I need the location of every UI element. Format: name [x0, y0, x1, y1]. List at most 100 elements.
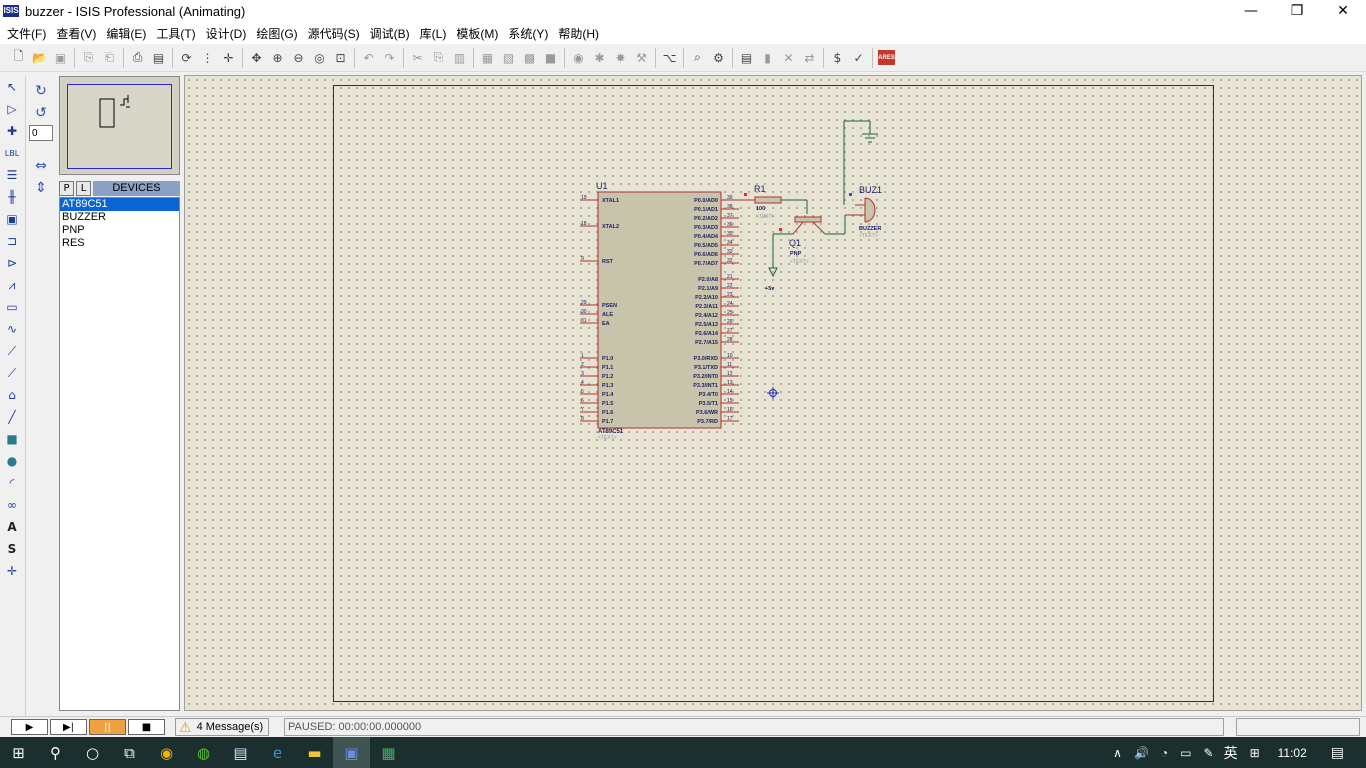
device-item-pnp[interactable]: PNP: [62, 224, 85, 236]
block-rotate-icon[interactable]: ▩: [523, 50, 536, 65]
text-icon[interactable]: A: [7, 520, 17, 534]
refresh-icon[interactable]: ⟳: [181, 50, 192, 65]
print-icon[interactable]: ⎙: [132, 50, 143, 64]
make-device-icon[interactable]: ✱: [594, 50, 605, 65]
zoom-out-icon[interactable]: ⊖: [293, 50, 304, 65]
clock[interactable]: 11:02: [1277, 745, 1307, 760]
virtual-instruments-icon[interactable]: ⌂: [8, 388, 16, 402]
menu-item-2[interactable]: 编辑(E): [106, 26, 147, 41]
library-manager-button[interactable]: L: [76, 181, 91, 196]
new-file-icon[interactable]: 🗋: [13, 49, 24, 63]
origin-icon[interactable]: ✛: [223, 50, 234, 65]
maximize-button[interactable]: ❐: [1290, 3, 1304, 19]
paste-icon[interactable]: ▥: [453, 50, 466, 65]
cortana-icon[interactable]: ○: [85, 743, 100, 762]
import-icon[interactable]: ⎘: [83, 50, 94, 64]
box-icon[interactable]: ■: [6, 432, 18, 446]
tape-recorder-icon[interactable]: ▭: [6, 300, 18, 314]
decompose-icon[interactable]: ✸: [615, 50, 626, 65]
ime-mode-icon[interactable]: ⊞: [1249, 745, 1260, 760]
wire-label-icon[interactable]: LBL: [4, 148, 20, 158]
zoom-area-icon[interactable]: ⊡: [335, 50, 346, 65]
input-method-indicator[interactable]: 英: [1223, 744, 1238, 761]
search-tag-icon[interactable]: ⌕: [694, 50, 701, 64]
menu-item-6[interactable]: 源代码(S): [307, 26, 360, 41]
graph-icon[interactable]: ⩘: [8, 277, 16, 292]
step-button[interactable]: ▶|: [50, 719, 87, 735]
ares-icon[interactable]: ARES: [878, 50, 895, 65]
bus-icon[interactable]: ╫: [8, 190, 16, 204]
messages-button[interactable]: ⚠ 4 Message(s): [175, 718, 269, 736]
rotation-angle-input[interactable]: [29, 125, 53, 141]
pan-icon[interactable]: ✥: [251, 50, 262, 65]
print-setup-icon[interactable]: ▤: [152, 50, 165, 65]
select-mode-icon[interactable]: ↖: [6, 80, 18, 94]
menu-item-8[interactable]: 库(L): [419, 26, 447, 41]
notification-icon[interactable]: ▤: [1330, 744, 1344, 760]
undo-icon[interactable]: ↶: [363, 50, 374, 65]
360-browser-icon[interactable]: ◍: [196, 743, 211, 762]
line-icon[interactable]: ╱: [8, 410, 16, 424]
device-pins-icon[interactable]: ⊳: [6, 256, 18, 270]
device-item-buzzer[interactable]: BUZZER: [62, 211, 106, 223]
menu-item-9[interactable]: 模板(M): [456, 26, 499, 41]
menu-item-11[interactable]: 帮助(H): [558, 26, 599, 41]
volume-icon[interactable]: 🔊: [1133, 745, 1149, 760]
package-tool-icon[interactable]: ⚒: [636, 50, 647, 65]
mirror-horizontal-icon[interactable]: ⇔: [35, 158, 47, 174]
marker-icon[interactable]: ✛: [6, 564, 18, 578]
device-item-res[interactable]: RES: [62, 237, 85, 249]
rotate-anticlockwise-icon[interactable]: ↺: [35, 105, 47, 121]
export-icon[interactable]: ⎗: [104, 50, 115, 64]
open-folder-icon[interactable]: 📂: [32, 50, 47, 65]
menu-item-4[interactable]: 设计(D): [205, 26, 247, 41]
arc-icon[interactable]: ◜: [9, 476, 15, 490]
play-button[interactable]: ▶: [11, 719, 48, 735]
property-assignment-icon[interactable]: ⚙: [713, 50, 724, 65]
pick-device-icon[interactable]: ◉: [573, 50, 584, 65]
new-sheet-icon[interactable]: ▤: [740, 50, 753, 65]
isis-icon[interactable]: ▣: [333, 737, 370, 768]
copy-icon[interactable]: ⎘: [433, 50, 444, 64]
remove-sheet-icon[interactable]: ▮: [764, 50, 771, 65]
zoom-all-icon[interactable]: ◎: [314, 50, 325, 65]
rotate-clockwise-icon[interactable]: ↻: [35, 83, 47, 99]
junction-icon[interactable]: ✚: [6, 124, 18, 138]
menu-item-7[interactable]: 调试(B): [369, 26, 410, 41]
menu-item-10[interactable]: 系统(Y): [508, 26, 549, 41]
network-icon[interactable]: ◔: [1160, 745, 1169, 760]
generator-icon[interactable]: ∿: [6, 322, 18, 336]
stop-button[interactable]: ■: [128, 719, 165, 735]
battery-icon[interactable]: ▭: [1180, 745, 1192, 760]
pause-button[interactable]: ||: [89, 719, 126, 735]
block-delete-icon[interactable]: ■: [544, 50, 557, 65]
pen-icon[interactable]: ✎: [1203, 745, 1214, 760]
minimize-button[interactable]: —: [1244, 3, 1258, 19]
keil-icon[interactable]: ▦: [381, 743, 396, 762]
subcircuit-icon[interactable]: ▣: [6, 212, 18, 226]
overview-window[interactable]: [59, 76, 180, 175]
cut-icon[interactable]: ✂: [412, 50, 423, 65]
search-icon[interactable]: ⚲: [50, 743, 61, 762]
path-icon[interactable]: ∞: [7, 498, 17, 512]
edge-icon[interactable]: e: [272, 743, 283, 762]
menu-item-3[interactable]: 工具(T): [156, 26, 196, 41]
notepad-icon[interactable]: ▤: [233, 743, 248, 762]
chrome-icon[interactable]: ◉: [159, 743, 174, 762]
close-button[interactable]: ✕: [1337, 3, 1349, 19]
goto-sheet-icon[interactable]: ✕: [783, 50, 794, 65]
text-script-icon[interactable]: ☰: [6, 168, 18, 182]
show-hidden-icons[interactable]: ∧: [1113, 745, 1122, 760]
zoom-in-icon[interactable]: ⊕: [272, 50, 283, 65]
block-copy-icon[interactable]: ▦: [481, 50, 494, 65]
menu-item-5[interactable]: 绘图(G): [256, 26, 298, 41]
start-icon[interactable]: ⊞: [12, 743, 25, 762]
wire-autorouter-icon[interactable]: ⌥: [662, 50, 677, 65]
redo-icon[interactable]: ↷: [384, 50, 395, 65]
mirror-vertical-icon[interactable]: ⇕: [35, 180, 47, 196]
component-mode-icon[interactable]: ▷: [7, 102, 17, 116]
electrical-check-icon[interactable]: ✓: [853, 50, 864, 65]
circle-icon[interactable]: ●: [6, 454, 18, 468]
overview-viewport[interactable]: [67, 84, 172, 169]
